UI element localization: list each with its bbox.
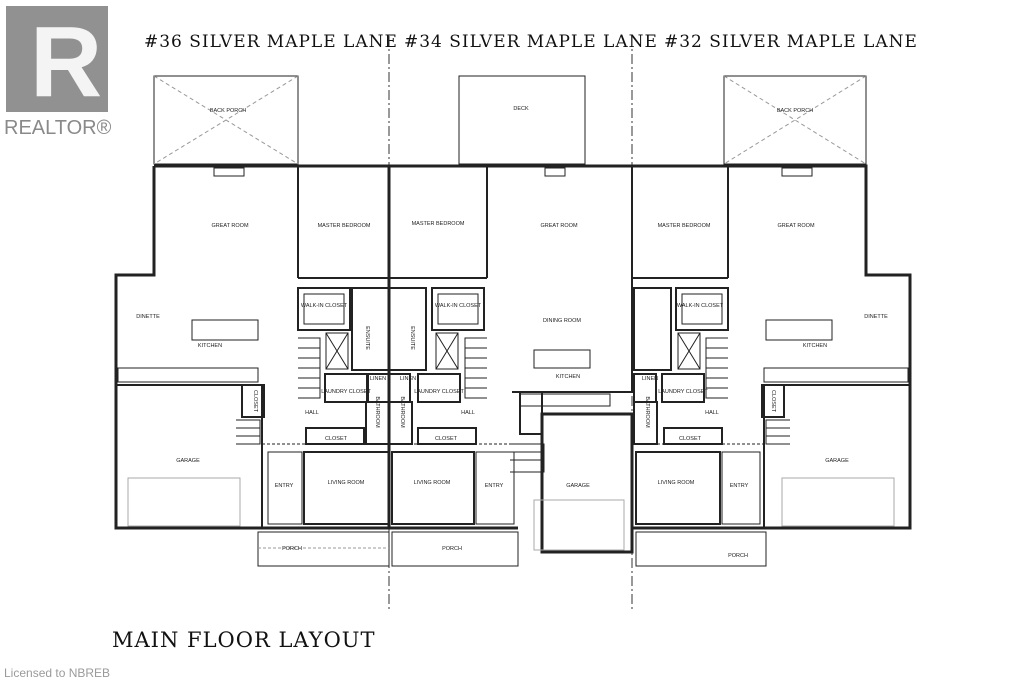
label-36-garage: GARAGE bbox=[176, 458, 200, 464]
unit-34-walls bbox=[387, 75, 634, 567]
label-32-kitchen: KITCHEN bbox=[803, 343, 827, 349]
label-34-bathroom: BATHROOM bbox=[399, 396, 405, 428]
unit-title-36: #36 SILVER MAPLE LANE bbox=[144, 32, 398, 52]
label-32-bathroom: BATHROOM bbox=[644, 396, 650, 428]
unit-32-walls bbox=[632, 75, 912, 567]
label-32-hall: HALL bbox=[705, 410, 719, 416]
label-34-closet: CLOSET bbox=[435, 436, 458, 442]
realtor-brand-text: REALTOR® bbox=[4, 117, 112, 139]
unit-title-34: #34 SILVER MAPLE LANE bbox=[404, 32, 658, 52]
label-34-ensuite: ENSUITE bbox=[409, 326, 415, 350]
label-34-laundry-closet: LAUNDRY CLOSET bbox=[414, 389, 464, 395]
license-text: Licensed to NBREB bbox=[4, 666, 111, 680]
label-36-closet-b: CLOSET bbox=[325, 436, 348, 442]
svg-text:R: R bbox=[30, 6, 102, 118]
label-36-walk-in-closet: WALK-IN CLOSET bbox=[301, 303, 348, 309]
label-32-master-bedroom: MASTER BEDROOM bbox=[658, 223, 711, 229]
label-36-living-room: LIVING ROOM bbox=[328, 480, 365, 486]
label-32-laundry-closet: LAUNDRY CLOSET bbox=[658, 389, 708, 395]
label-32-living-room: LIVING ROOM bbox=[658, 480, 695, 486]
realtor-logo: R REALTOR® bbox=[4, 6, 112, 139]
label-36-laundry-closet: LAUNDRY CLOSET bbox=[321, 389, 371, 395]
label-36-closet-a: CLOSET bbox=[252, 390, 258, 413]
label-32-great-room: GREAT ROOM bbox=[777, 223, 814, 229]
label-32-linen: LINEN bbox=[642, 376, 658, 382]
unit-title-32: #32 SILVER MAPLE LANE bbox=[664, 32, 918, 52]
label-32-porch: PORCH bbox=[728, 553, 748, 559]
label-36-bathroom: BATHROOM bbox=[374, 396, 380, 428]
main-floor-title: MAIN FLOOR LAYOUT bbox=[112, 628, 376, 652]
label-34-porch: PORCH bbox=[442, 546, 462, 552]
label-36-hall: HALL bbox=[305, 410, 319, 416]
label-36-linen: LINEN bbox=[370, 376, 386, 382]
label-34-linen: LINEN bbox=[400, 376, 416, 382]
label-32-back-porch: BACK PORCH bbox=[777, 108, 813, 114]
label-32-dinette: DINETTE bbox=[864, 314, 888, 320]
label-36-kitchen: KITCHEN bbox=[198, 343, 222, 349]
label-32-entry: ENTRY bbox=[730, 483, 749, 489]
label-36-dinette: DINETTE bbox=[136, 314, 160, 320]
label-32-garage: GARAGE bbox=[825, 458, 849, 464]
label-36-back-porch: BACK PORCH bbox=[210, 108, 246, 114]
label-34-great-room: GREAT ROOM bbox=[540, 223, 577, 229]
label-36-master-bedroom: MASTER BEDROOM bbox=[318, 223, 371, 229]
label-34-hall: HALL bbox=[461, 410, 475, 416]
label-36-ensuite: ENSUITE bbox=[364, 326, 370, 350]
label-34-entry: ENTRY bbox=[485, 483, 504, 489]
label-36-great-room: GREAT ROOM bbox=[211, 223, 248, 229]
label-34-garage: GARAGE bbox=[566, 483, 590, 489]
label-32-closet-a: CLOSET bbox=[770, 390, 776, 413]
label-34-deck: DECK bbox=[513, 106, 529, 112]
label-34-walk-in-closet: WALK-IN CLOSET bbox=[435, 303, 482, 309]
label-34-living-room: LIVING ROOM bbox=[414, 480, 451, 486]
label-34-kitchen: KITCHEN bbox=[556, 374, 580, 380]
label-32-walk-in-closet: WALK-IN CLOSET bbox=[677, 303, 724, 309]
label-36-porch: PORCH bbox=[282, 546, 302, 552]
label-34-dining-room: DINING ROOM bbox=[543, 318, 581, 324]
label-32-closet-b: CLOSET bbox=[679, 436, 702, 442]
label-34-master-bedroom: MASTER BEDROOM bbox=[412, 221, 465, 227]
unit-36-walls bbox=[114, 75, 390, 567]
label-36-entry: ENTRY bbox=[275, 483, 294, 489]
